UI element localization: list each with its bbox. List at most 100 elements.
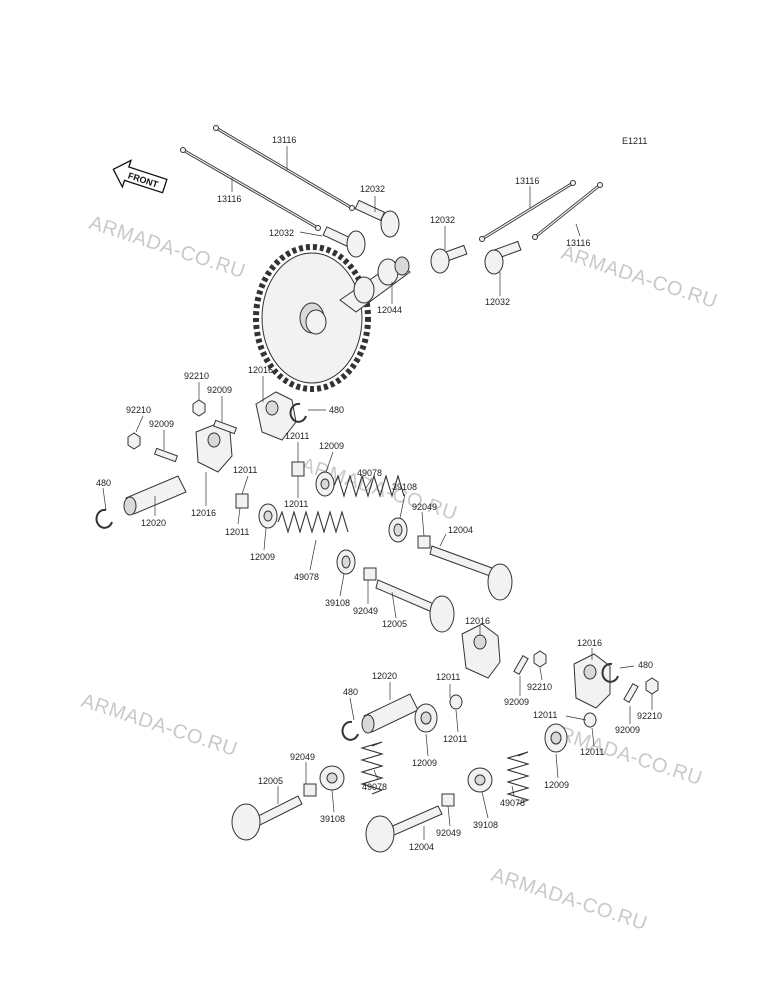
circlip [341, 720, 359, 741]
adjust-screw [513, 655, 529, 675]
part-label: 92210 [527, 682, 552, 692]
nut [127, 432, 141, 450]
part-label: 49078 [500, 798, 525, 808]
valve-collet [441, 793, 455, 807]
part-label: 92210 [184, 371, 209, 381]
circlip [289, 402, 307, 423]
adjust-screw [153, 447, 179, 463]
circlip [95, 508, 113, 529]
adjust-screw [623, 683, 639, 703]
part-labels: 13116 13116 13116 13116 12032 12032 1203… [96, 135, 662, 852]
part-label: 12020 [372, 671, 397, 681]
part-label: 12011 [233, 465, 257, 475]
part-label: 12005 [382, 619, 407, 629]
part-label: 13116 [566, 238, 590, 248]
tappet [430, 244, 468, 274]
circlip [601, 662, 619, 683]
part-label: 480 [329, 405, 344, 415]
nut [645, 677, 659, 695]
spring-retainer [388, 517, 408, 543]
part-label: 92009 [615, 725, 640, 735]
rocker-arm [255, 391, 297, 441]
tappet [322, 226, 366, 258]
spring-retainer [336, 549, 356, 575]
part-label: 12004 [448, 525, 473, 535]
spring-seat [315, 471, 335, 497]
part-label: 12005 [258, 776, 283, 786]
part-label: 92009 [207, 385, 232, 395]
leader-lines [102, 146, 653, 840]
spring-seat [258, 503, 278, 529]
part-label: 92049 [436, 828, 461, 838]
rocker-arm [573, 653, 611, 709]
push-rod [532, 182, 603, 240]
part-label: 12044 [377, 305, 402, 315]
part-label: 39108 [473, 820, 498, 830]
part-label: 12009 [412, 758, 437, 768]
part-label: 39108 [392, 482, 417, 492]
collar [235, 493, 249, 509]
front-arrow-icon: FRONT [112, 159, 168, 194]
intake-valve [231, 795, 303, 841]
spring-retainer [467, 767, 493, 793]
valve-collet [363, 567, 377, 581]
valve-spring [506, 751, 530, 805]
part-label: 12011 [580, 747, 604, 757]
part-label: 480 [638, 660, 653, 670]
part-label: 12009 [319, 441, 344, 451]
spring-seat [544, 723, 568, 753]
part-label: 480 [96, 478, 111, 488]
nut [533, 650, 547, 668]
spring-seat [414, 703, 438, 733]
part-label: 92009 [149, 419, 174, 429]
part-label: 49078 [357, 468, 382, 478]
part-label: 12009 [250, 552, 275, 562]
intake-valve [375, 579, 455, 633]
collar [291, 461, 305, 477]
part-label: 12020 [141, 518, 166, 528]
part-label: 12016 [191, 508, 216, 518]
watermark: ARMADA-CO.RU [86, 212, 248, 283]
part-label: 12011 [225, 527, 249, 537]
collar [583, 712, 597, 728]
push-rod [479, 180, 576, 242]
part-label: 12032 [360, 184, 385, 194]
part-label: 13116 [217, 194, 241, 204]
exhaust-valve [429, 545, 513, 601]
collar [449, 694, 463, 710]
part-label: 12009 [544, 780, 569, 790]
part-label: 39108 [320, 814, 345, 824]
tappet [484, 240, 522, 275]
part-label: 12032 [485, 297, 510, 307]
rocker-arm [461, 623, 501, 679]
watermark: ARMADA-CO.RU [488, 864, 650, 935]
part-label: 12011 [436, 672, 460, 682]
camshaft-gear [253, 244, 411, 392]
part-label: 13116 [515, 176, 539, 186]
part-label: 92049 [412, 502, 437, 512]
valve-collet [303, 783, 317, 797]
part-label: 12032 [430, 215, 455, 225]
part-label: 12011 [284, 499, 308, 509]
push-rod [180, 147, 321, 231]
spring-retainer [319, 765, 345, 791]
push-rod [213, 125, 355, 211]
watermark: ARMADA-CO.RU [78, 690, 240, 761]
tappet [354, 199, 400, 238]
valve-spring [333, 474, 405, 498]
part-label: 12016 [248, 365, 273, 375]
part-label: 12011 [443, 734, 467, 744]
valve-collet [417, 535, 431, 549]
nut [192, 399, 206, 417]
rocker-shaft [123, 475, 187, 516]
part-label: 12032 [269, 228, 294, 238]
exhaust-valve [365, 805, 443, 853]
part-label: 39108 [325, 598, 350, 608]
valve-spring [277, 510, 349, 534]
part-label: 49078 [362, 782, 387, 792]
part-label: 92210 [637, 711, 662, 721]
part-label: 480 [343, 687, 358, 697]
diagram-code: E1211 [622, 136, 647, 146]
part-label: 92210 [126, 405, 151, 415]
